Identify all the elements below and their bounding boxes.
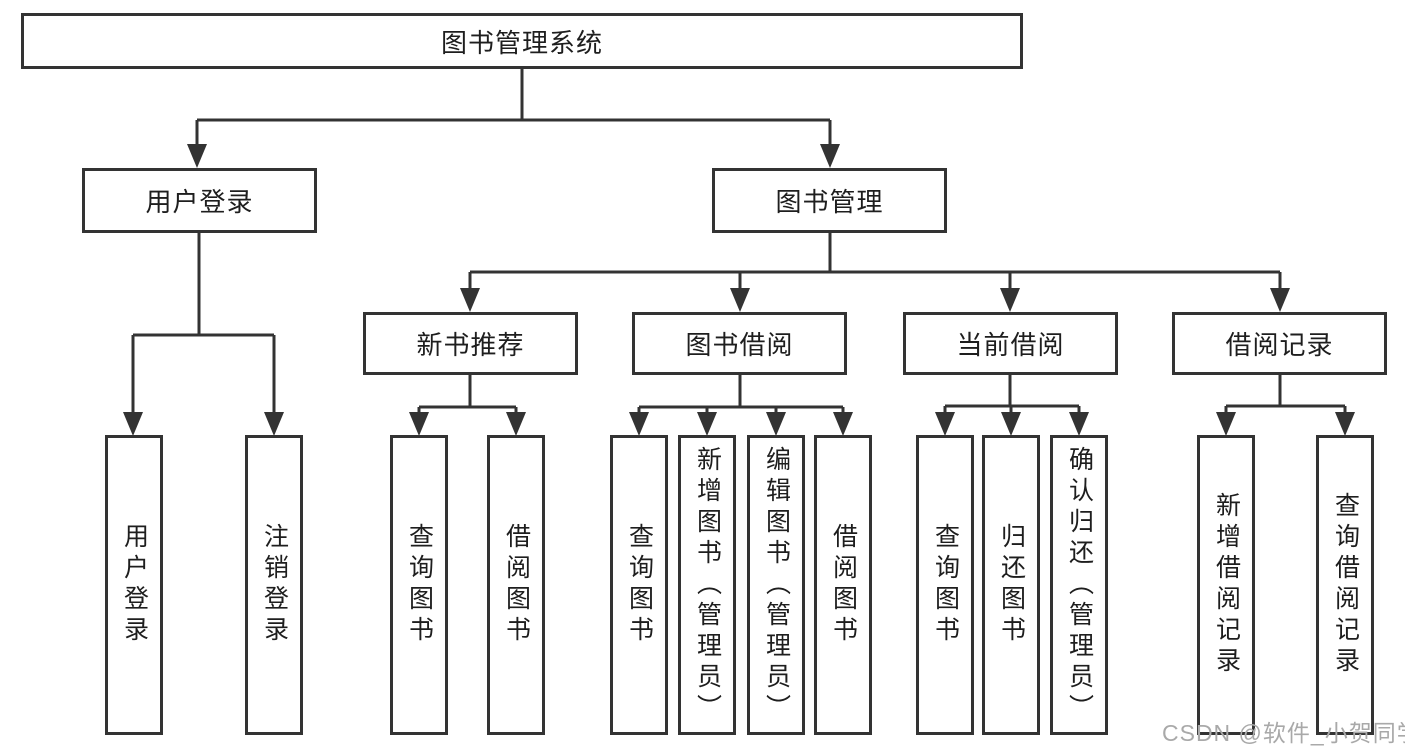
node-label: 借阅记录 — [1225, 330, 1334, 360]
node-label: 新书推荐 — [416, 330, 525, 360]
node-label: 用户登录 — [145, 187, 254, 217]
arrowheads — [123, 144, 1355, 436]
node-label: 确认归还（管理员） — [1065, 445, 1094, 725]
node-new-book-recommend: 新书推荐 — [363, 312, 578, 375]
node-label: 借阅图书 — [829, 523, 858, 647]
node-label: 查询借阅记录 — [1331, 492, 1360, 678]
node-label: 当前借阅 — [956, 330, 1065, 360]
node-label: 图书管理 — [775, 187, 884, 217]
node-label: 新增图书（管理员） — [693, 445, 722, 725]
node-book-management: 图书管理 — [712, 168, 947, 233]
leaf-confirm-return-admin: 确认归还（管理员） — [1050, 435, 1108, 735]
node-book-borrow: 图书借阅 — [632, 312, 847, 375]
leaf-logout: 注销登录 — [245, 435, 303, 735]
leaf-query-books-1: 查询图书 — [390, 435, 448, 735]
leaf-borrow-books-2: 借阅图书 — [814, 435, 872, 735]
node-label: 新增借阅记录 — [1212, 492, 1241, 678]
leaf-borrow-books-1: 借阅图书 — [487, 435, 545, 735]
node-label: 归还图书 — [997, 523, 1026, 647]
node-label: 编辑图书（管理员） — [762, 445, 791, 725]
leaf-query-borrow-record: 查询借阅记录 — [1316, 435, 1374, 735]
node-borrow-records: 借阅记录 — [1172, 312, 1387, 375]
leaf-add-books-admin: 新增图书（管理员） — [678, 435, 736, 735]
node-label: 注销登录 — [260, 523, 289, 647]
leaf-add-borrow-record: 新增借阅记录 — [1197, 435, 1255, 735]
node-library-management-system: 图书管理系统 — [21, 13, 1023, 69]
csdn-watermark: CSDN @软件_小贺同学 — [1162, 720, 1405, 746]
node-label: 图书借阅 — [685, 330, 794, 360]
leaf-query-books-3: 查询图书 — [916, 435, 974, 735]
node-label: 图书管理系统 — [440, 27, 603, 58]
node-label: 查询图书 — [405, 523, 434, 647]
node-label: 用户登录 — [120, 523, 149, 647]
node-current-borrow: 当前借阅 — [903, 312, 1118, 375]
node-label: 查询图书 — [931, 523, 960, 647]
leaf-query-books-2: 查询图书 — [610, 435, 668, 735]
node-user-login: 用户登录 — [82, 168, 317, 233]
node-label: 查询图书 — [625, 523, 654, 647]
leaf-user-login: 用户登录 — [105, 435, 163, 735]
leaf-return-books: 归还图书 — [982, 435, 1040, 735]
leaf-edit-books-admin: 编辑图书（管理员） — [747, 435, 805, 735]
node-label: 借阅图书 — [502, 523, 531, 647]
